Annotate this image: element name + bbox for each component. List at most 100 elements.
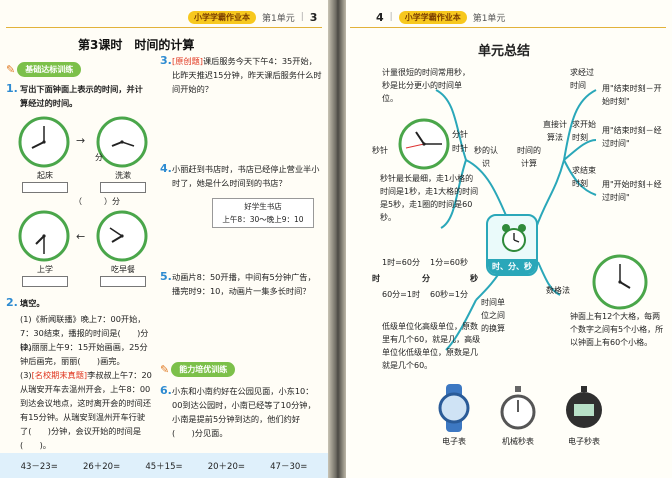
label-breakfast: 吃早餐: [111, 265, 135, 274]
conv-hour-minute: 1时=60分: [382, 258, 420, 267]
q2-item-3: (3)[名校期末真题]李叔叔上午7：20从瑞安开车去温州开会，上午8：00到达会…: [20, 368, 152, 452]
node-count-grid: 数格法: [546, 286, 570, 295]
mental-math-row: 43－23= 26＋20= 45＋15= 20＋20= 47－30=: [0, 453, 328, 478]
alarm-clock-icon: [502, 224, 526, 252]
conv-minute-hour: 60分=1时: [382, 290, 420, 299]
math-item: 20＋20=: [207, 461, 245, 472]
math-item: 47－30=: [270, 461, 308, 472]
calc-body-elapsed: 用"结束时刻－开始时刻": [602, 84, 662, 106]
math-item: 45＋15=: [145, 461, 183, 472]
calc-body-end: 用"开始时刻＋经过时间": [602, 180, 662, 202]
q4-number: 4.: [160, 162, 172, 175]
calc-head-start: 求开始时刻: [572, 120, 596, 142]
calc-head-end: 求结束时刻: [572, 166, 596, 188]
q2-item-2: (2)丽丽上午9：15开始画画，25分钟后画完，丽丽( )画完。: [20, 342, 148, 366]
page-number: 3: [309, 10, 318, 24]
summary-title: 单元总结: [478, 44, 531, 59]
original-tag: [原创题]: [172, 56, 203, 66]
label-wake: 起床: [37, 171, 53, 180]
label-hour-hand: 时针: [452, 144, 468, 153]
answer-box-wash[interactable]: [100, 182, 146, 193]
right-page: 4 | 小学学霸作业本 第1单元 单元总结 计量很短的时间常用秒，秒是比分更小的…: [346, 0, 672, 478]
pencil-icon: ✎: [6, 63, 16, 76]
store-sign: 好学生书店 上午8：30～晚上9：10: [212, 198, 314, 228]
q2-text: 填空。: [20, 298, 45, 308]
unit-hour: 时: [372, 274, 380, 283]
label-digital-stopwatch: 电子秒表: [568, 437, 600, 446]
clock-icon-breakfast: [96, 210, 148, 262]
conv-minute-second: 1分=60秒: [430, 258, 468, 267]
q3-body: 课后服务今天下午4：35开始，比昨天推迟15分钟，昨天课后服务什么时间开始的？: [172, 56, 322, 94]
clock-icon-grid: [592, 254, 648, 310]
right-header: 4 | 小学学霸作业本 第1单元: [376, 10, 506, 24]
q4-text: 小丽赶到书店时，书店已经停止营业半小时了，她是什么时间到的书店？: [172, 164, 320, 188]
section-basic-label: 基础达标训练: [17, 62, 82, 77]
lesson-title: 第3课时 时间的计算: [78, 38, 195, 52]
q2-item-1: (1)《新闻联播》晚上7：00开始，7：30结束，播报的时间是( )分钟。: [20, 314, 149, 352]
digital-stopwatch-icon: [566, 386, 602, 428]
section-ability: ✎ 能力培优训练: [160, 362, 236, 377]
unit-minute-2: ）分: [104, 197, 120, 206]
calc-body-start: 用"结束时刻－经过时间": [602, 126, 662, 148]
clock-icon-wash: [96, 116, 148, 168]
book-tag: 小学学霸作业本: [188, 10, 256, 24]
label-wash: 洗漱: [115, 171, 131, 180]
digital-watch-icon: [438, 384, 470, 432]
second-intro-note: 计量很短的时间常用秒，秒是比分更小的时间单位。: [382, 68, 470, 103]
book-gutter: [328, 0, 346, 478]
unit-conversion-note: 低级单位化高级单位，原数里有几个60，就是几，高级单位化低级单位，原数是几就是几…: [382, 322, 481, 370]
arrow-icon: ←: [76, 230, 86, 243]
header-rule: [350, 27, 666, 28]
unit-label: 第1单元: [262, 13, 295, 24]
stopwatch-icon: [500, 386, 536, 430]
left-header: 小学学霸作业本 第1单元 | 3: [188, 8, 317, 26]
q5-text: 动画片8：50开播，中间有5分钟广告，播完时9：10，动画片一集多长时间？: [172, 272, 316, 296]
store-sign-hours: 上午8：30～晚上9：10: [222, 215, 304, 224]
section-basic: ✎ 基础达标训练: [6, 62, 82, 77]
q3-text: [原创题]课后服务今天下午4：35开始，比昨天推迟15分钟，昨天课后服务什么时间…: [172, 54, 322, 96]
node-second-recognize: 秒的认识: [474, 146, 498, 168]
q1-number: 1.: [6, 82, 18, 95]
pencil-icon: ✎: [160, 363, 170, 376]
answer-box-school[interactable]: [22, 276, 68, 287]
node-time-calc: 时间的计算: [517, 146, 541, 168]
label-minute-hand: 分针: [452, 130, 468, 139]
left-page: 小学学霸作业本 第1单元 | 3 第3课时 时间的计算 ✎ 基础达标训练 1. …: [0, 0, 328, 478]
unit-minute: 分: [422, 274, 430, 283]
arrow-icon: →: [76, 134, 86, 147]
label-digital-watch: 电子表: [442, 437, 466, 446]
label-second-hand: 秒针: [372, 146, 388, 155]
calc-head-elapsed: 求经过时间: [570, 68, 594, 90]
q6-number: 6.: [160, 384, 172, 397]
clock-icon-school: [18, 210, 70, 262]
q1-text: 写出下面钟面上表示的时间，并计算经过的时间。: [20, 84, 143, 108]
clock-icon-parts: [398, 118, 450, 170]
clock-icon-wake: [18, 116, 70, 168]
center-label: 时、分、秒: [488, 259, 536, 274]
q5-number: 5.: [160, 270, 172, 283]
center-node: 时、分、秒: [486, 214, 538, 276]
label-school: 上学: [37, 265, 53, 274]
grid-count-note: 钟面上有12个大格，每两个数字之间有5个小格，所以钟面上有60个小格。: [570, 312, 664, 347]
q2-item-3-text: 李叔叔上午7：20从瑞安开车去温州开会，上午8：00到达会议地点，这时离开会的时…: [20, 370, 152, 450]
unit-minute-1: 分: [95, 153, 103, 162]
q2-number: 2.: [6, 296, 18, 309]
second-hand-note: 秒针最长最细，走1小格的时间是1秒，走1大格的时间是5秒，走1圈的时间是60秒。: [380, 174, 479, 222]
conv-second-minute: 60秒=1分: [430, 290, 468, 299]
exam-tag: [名校期末真题]: [31, 370, 88, 380]
page-number: 4: [376, 10, 384, 24]
store-sign-title: 好学生书店: [244, 202, 282, 211]
answer-box-breakfast[interactable]: [100, 276, 146, 287]
math-item: 26＋20=: [82, 461, 121, 472]
header-rule: [6, 27, 322, 28]
math-item: 43－23=: [20, 461, 58, 472]
label-stopwatch: 机械秒表: [502, 437, 534, 446]
answer-box-wake[interactable]: [22, 182, 68, 193]
q6-text: 小东和小南约好在公园见面，小东10：00到达公园时，小南已经等了10分钟，小南是…: [172, 386, 316, 438]
paren-open: （: [74, 197, 82, 206]
unit-label: 第1单元: [472, 13, 506, 24]
q3-number: 3.: [160, 54, 172, 67]
q2-item-3-num: (3): [20, 370, 32, 380]
book-tag: 小学学霸作业本: [398, 10, 467, 24]
node-direct-calc: 直接计算法: [543, 120, 567, 142]
